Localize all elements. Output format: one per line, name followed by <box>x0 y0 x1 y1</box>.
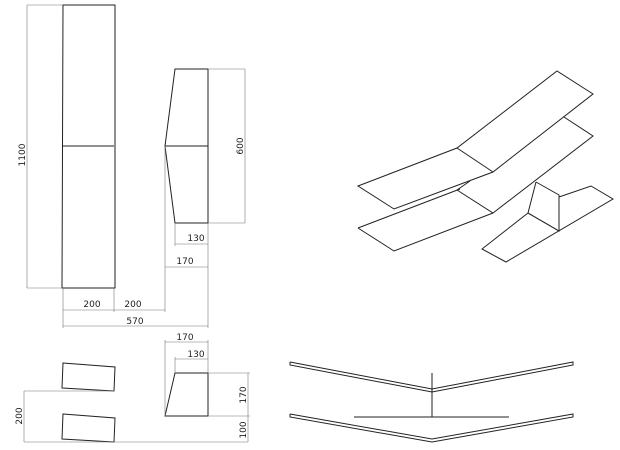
dim-label-170-top: 170 <box>176 333 193 343</box>
dim-label-100: 100 <box>239 421 249 438</box>
top-view-wing <box>61 4 116 289</box>
dimension-tail-tip: 130 <box>174 223 209 328</box>
dimension-wing-separation: 200 <box>15 390 248 443</box>
isometric-view <box>356 70 614 263</box>
dim-label-130: 130 <box>187 234 204 244</box>
dimension-wing-span: 1100 <box>18 4 63 289</box>
dim-label-200-separation: 200 <box>15 407 25 424</box>
dim-label-200-gap: 200 <box>124 300 141 310</box>
dim-label-200-chord: 200 <box>83 300 100 310</box>
front-view <box>289 361 574 443</box>
dimension-tail-length: 600 <box>208 68 246 224</box>
dim-label-170-height: 170 <box>239 386 249 403</box>
dimension-bottom: 200 200 570 <box>62 288 208 328</box>
dim-label-600: 600 <box>236 137 246 154</box>
dim-label-1100: 1100 <box>18 143 28 166</box>
side-view-wings <box>61 362 116 443</box>
dim-label-570: 570 <box>126 317 143 327</box>
side-view-fin <box>164 372 209 417</box>
dim-label-130-top: 130 <box>187 350 204 360</box>
dim-label-170: 170 <box>176 257 193 267</box>
top-view-tail <box>164 68 209 224</box>
dimension-fin: 170 130 170 100 <box>164 333 250 442</box>
dimension-tail-root: 170 <box>164 146 208 312</box>
